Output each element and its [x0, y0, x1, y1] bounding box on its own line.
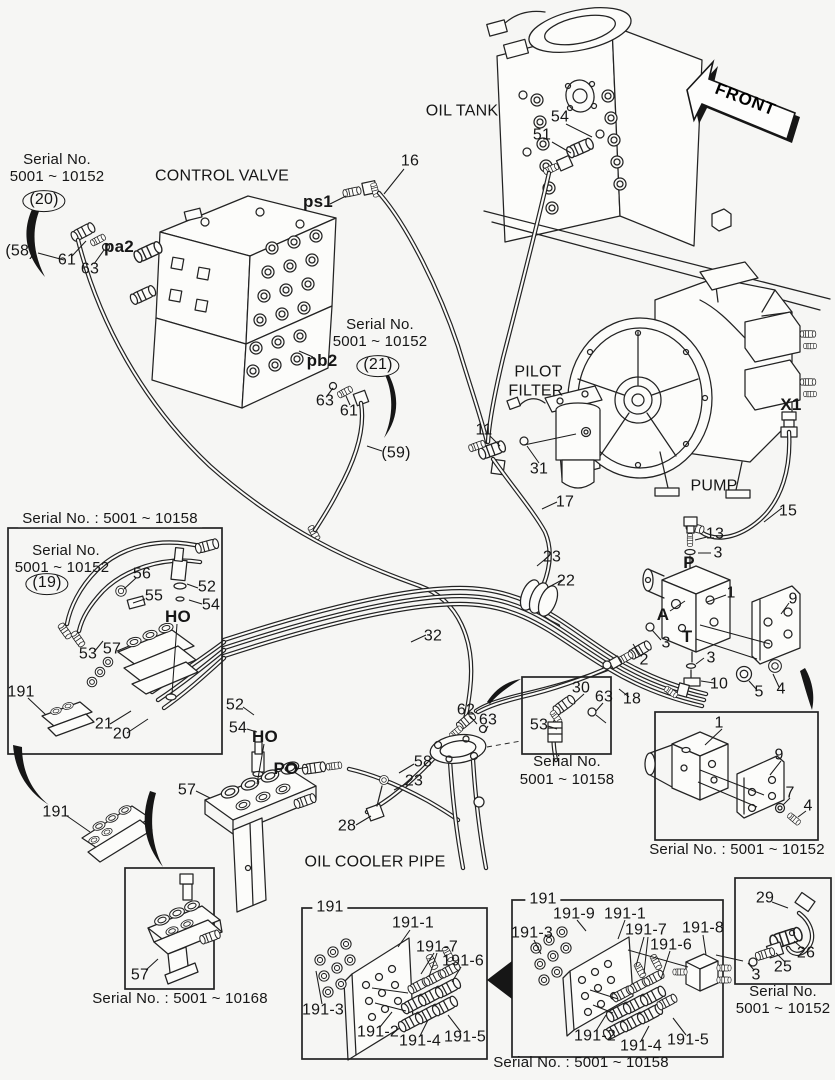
manifold-57-art	[81, 710, 488, 913]
inset-block-1-9	[654, 711, 819, 841]
inset-fitting-53-art	[547, 693, 607, 743]
front-direction-arrow: FRONT	[686, 59, 800, 143]
oil-cooler-pipe-art	[429, 733, 522, 808]
oil-tank-art	[483, 7, 831, 311]
inset-block-1-9-art	[644, 731, 802, 827]
pointer-arrow-left	[487, 961, 512, 999]
inset-fitting-53	[521, 676, 612, 755]
grommet	[519, 579, 559, 617]
inset-191-mid-art	[530, 926, 732, 1042]
inset-manifold-57-art	[147, 873, 223, 985]
leader-lines	[27, 123, 807, 1042]
pump-art	[555, 261, 817, 499]
inset-switch-29	[734, 877, 832, 985]
pilot-filter-art	[467, 385, 603, 489]
left-inset-art	[41, 537, 221, 737]
shutoff-valve-block-art	[602, 516, 801, 699]
flow-swooshes	[13, 207, 814, 999]
inset-191-left	[301, 907, 488, 1060]
inset-switch-29-art	[748, 891, 816, 967]
control-valve-art	[69, 180, 381, 542]
inset-191-left-art	[314, 937, 463, 1061]
inset-hoses-10158	[7, 527, 223, 755]
